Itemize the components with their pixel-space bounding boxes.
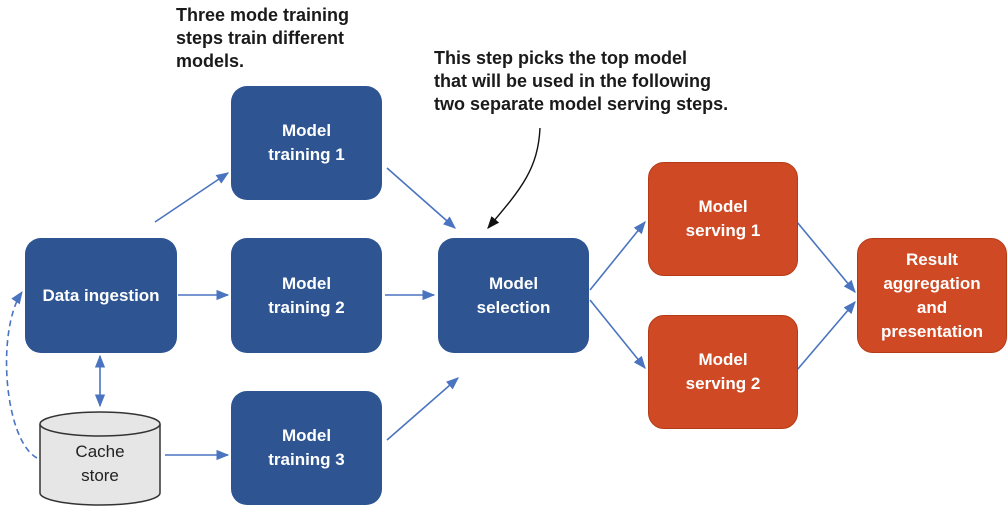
node-result-aggregation-label: Result aggregation and presentation <box>880 249 984 341</box>
cache-store-label: Cache store <box>75 442 125 485</box>
annotation-training: Three mode training steps train differen… <box>176 5 350 71</box>
node-model-training-2[interactable]: Model training 2 <box>231 238 382 353</box>
node-model-serving-2-label: Model serving 2 <box>685 350 761 393</box>
node-model-serving-2[interactable]: Model serving 2 <box>648 315 798 429</box>
node-model-training-3[interactable]: Model training 3 <box>231 391 382 505</box>
arrow-serving-1-to-result <box>796 221 856 293</box>
arrow-selection-to-serving-2 <box>589 299 646 369</box>
node-model-training-2-label: Model training 2 <box>268 273 345 317</box>
arrow-cache-to-ingestion-dashed <box>5 290 38 459</box>
annotation-selection: This step picks the top model that will … <box>434 48 729 114</box>
arrow-training-1-to-selection <box>386 167 456 229</box>
cache-store-cylinder <box>39 411 161 506</box>
node-model-selection-label: Model selection <box>476 273 551 317</box>
node-model-serving-1-label: Model serving 1 <box>685 197 761 240</box>
node-model-training-1-label: Model training 1 <box>268 121 345 164</box>
node-data-ingestion[interactable]: Data ingestion <box>25 238 177 353</box>
arrow-ingestion-to-training-1 <box>154 172 230 223</box>
node-model-training-3-label: Model training 3 <box>268 426 345 469</box>
node-model-selection[interactable]: Model selection <box>438 238 589 353</box>
callout-arrow <box>487 127 541 229</box>
node-data-ingestion-label: Data ingestion <box>42 285 160 305</box>
arrow-serving-2-to-result <box>796 301 856 371</box>
node-model-serving-1[interactable]: Model serving 1 <box>648 162 798 276</box>
arrow-training-3-to-selection <box>386 377 459 441</box>
node-result-aggregation[interactable]: Result aggregation and presentation <box>857 238 1007 353</box>
arrow-selection-to-serving-1 <box>589 221 646 291</box>
node-model-training-1[interactable]: Model training 1 <box>231 86 382 200</box>
